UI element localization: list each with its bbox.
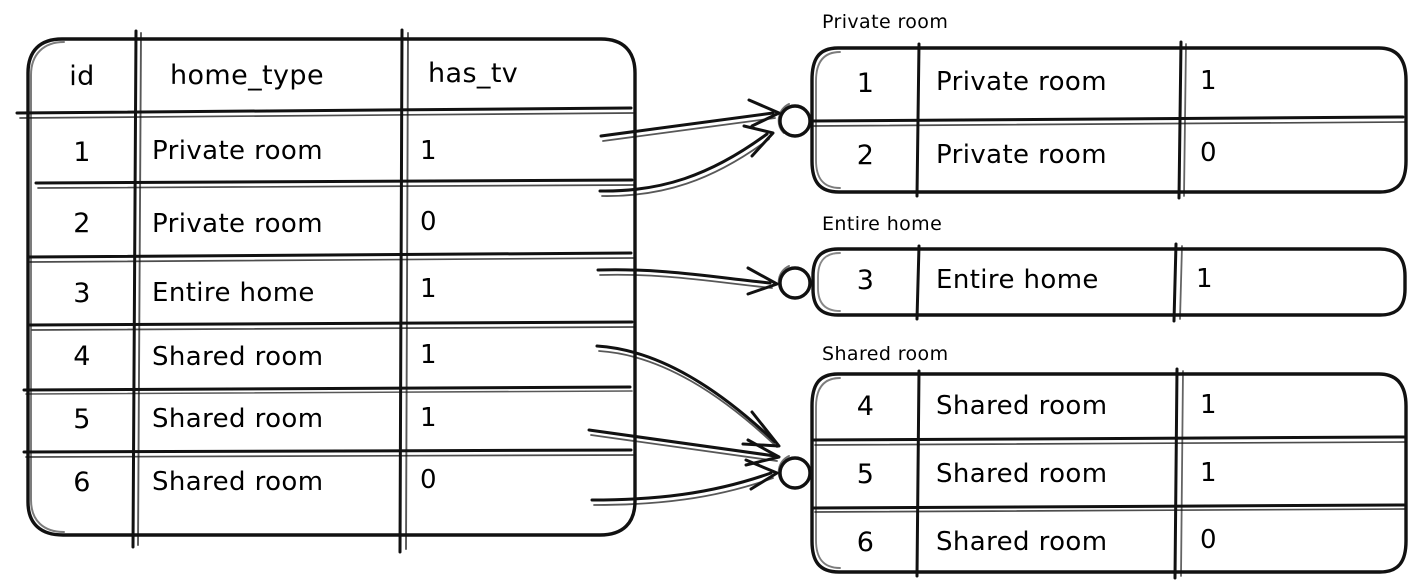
source-row-6-has-tv: 0 (420, 465, 437, 495)
source-header-has-tv: has_tv (428, 58, 519, 89)
source-row-3-home-type: Entire home (152, 278, 315, 308)
group-2-row-1-has-tv: 1 (1196, 264, 1213, 294)
source-row-1-id: 1 (73, 137, 91, 168)
source-row-2-home-type: Private room (152, 209, 323, 239)
group-3-row-2-has-tv: 1 (1200, 458, 1217, 488)
group-3-row-3-has-tv: 0 (1200, 525, 1217, 555)
group-3-row-3-home-type: Shared room (936, 527, 1108, 557)
connector-circle-shared (778, 456, 812, 490)
group-3-row-2-id: 5 (856, 459, 875, 490)
group-3-row-2-home-type: Shared room (936, 459, 1108, 489)
source-row-1-has-tv: 1 (420, 136, 437, 166)
source-row-5-has-tv: 1 (420, 403, 437, 433)
group-1-row-1-home-type: Private room (936, 67, 1107, 97)
source-row-3-has-tv: 1 (420, 274, 437, 304)
source-row-5-id: 5 (73, 404, 91, 435)
connector-circle-private (778, 104, 812, 138)
group-1-row-2-id: 2 (856, 140, 875, 171)
group-1-row-1-id: 1 (856, 68, 875, 99)
group-3-row-1-id: 4 (856, 391, 875, 422)
group-3-label: Shared room (822, 343, 949, 365)
group-1-row-1-has-tv: 1 (1200, 66, 1217, 96)
connector-circle-entire (778, 266, 812, 300)
group-1-row-2-home-type: Private room (936, 140, 1107, 170)
group-3-row-1-has-tv: 1 (1200, 390, 1217, 420)
group-1-row-2-has-tv: 0 (1200, 138, 1217, 168)
group-3-row-1-home-type: Shared room (936, 391, 1108, 421)
group-2-label: Entire home (822, 213, 943, 235)
source-header-home-type: home_type (170, 60, 324, 91)
group-2-row-1-id: 3 (856, 265, 875, 296)
source-row-4-id: 4 (73, 341, 91, 372)
source-header-id: id (69, 61, 95, 92)
group-3-row-3-id: 6 (856, 527, 875, 558)
source-row-4-home-type: Shared room (152, 342, 324, 372)
source-row-2-has-tv: 0 (420, 207, 437, 237)
source-row-3-id: 3 (73, 278, 91, 309)
source-row-6-id: 6 (73, 467, 91, 498)
source-table[interactable] (28, 38, 635, 535)
source-row-5-home-type: Shared room (152, 404, 324, 434)
source-row-2-id: 2 (73, 208, 91, 239)
group-table-private-room[interactable] (812, 48, 1406, 192)
source-row-1-home-type: Private room (152, 136, 323, 166)
group-table-shared-room[interactable] (812, 374, 1406, 572)
source-row-6-home-type: Shared room (152, 467, 324, 497)
source-row-4-has-tv: 1 (420, 340, 437, 370)
group-2-row-1-home-type: Entire home (936, 265, 1099, 295)
group-table-entire-home[interactable] (813, 249, 1405, 315)
group-1-label: Private room (822, 11, 949, 33)
